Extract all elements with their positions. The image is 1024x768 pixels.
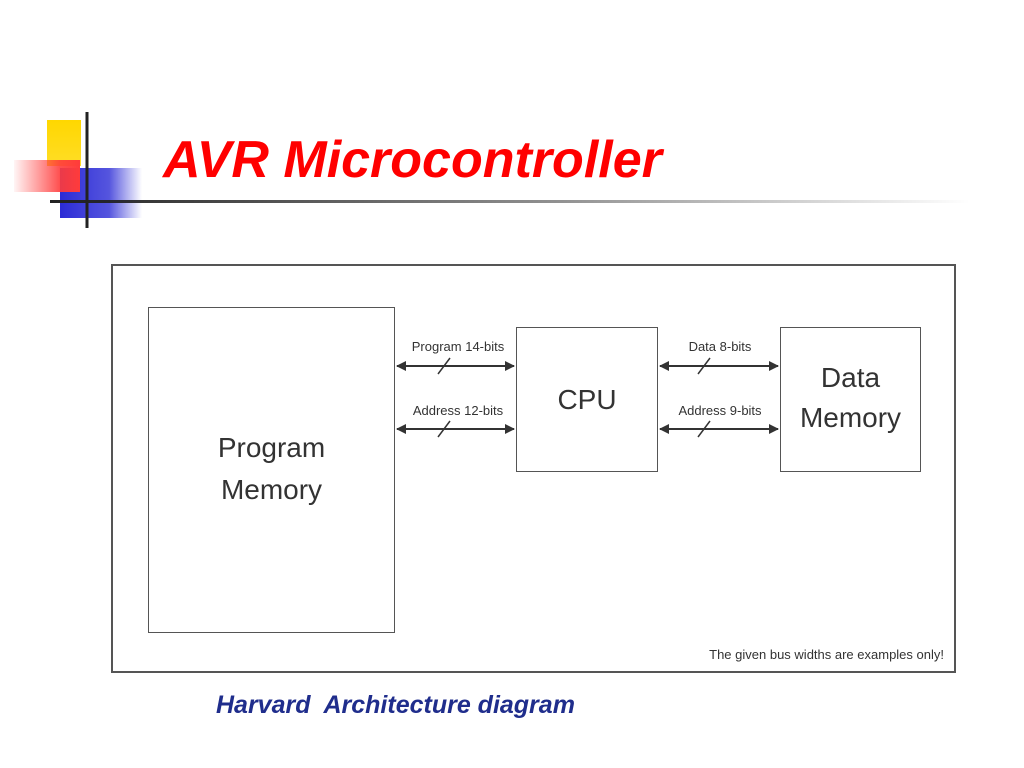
data-address-bus-label: Address 9-bits	[678, 403, 762, 418]
program-memory-label-line2: Memory	[220, 474, 323, 505]
horizontal-rule	[50, 200, 970, 203]
program-memory-box: Program Memory	[148, 307, 395, 633]
red-square	[14, 160, 80, 192]
cpu-label: CPU	[557, 384, 617, 415]
data-bus-slash	[697, 357, 711, 375]
data-memory-box: Data Memory	[780, 327, 921, 472]
data-address-bus-slash	[697, 420, 711, 438]
data-memory-label-line1: Data	[820, 362, 881, 393]
diagram-caption: Harvard Architecture diagram	[216, 691, 575, 719]
bus-arrows	[396, 357, 779, 438]
data-bus-label: Data 8-bits	[688, 339, 752, 354]
program-memory-label-line1: Program	[217, 432, 326, 463]
cpu-box: CPU	[516, 327, 658, 472]
program-address-bus-label: Address 12-bits	[412, 403, 504, 418]
slide-title: AVR Microcontroller	[163, 131, 662, 189]
program-address-bus-slash	[437, 420, 451, 438]
bus-width-note: The given bus widths are examples only!	[709, 647, 944, 662]
slide-decoration	[14, 112, 970, 228]
data-memory-label-line2: Memory	[799, 402, 902, 433]
architecture-diagram: Program Memory CPU Data Memory Pro	[111, 264, 956, 673]
yellow-square	[47, 120, 81, 166]
program-bus-label: Program 14-bits	[411, 339, 505, 354]
program-bus-slash	[437, 357, 451, 375]
